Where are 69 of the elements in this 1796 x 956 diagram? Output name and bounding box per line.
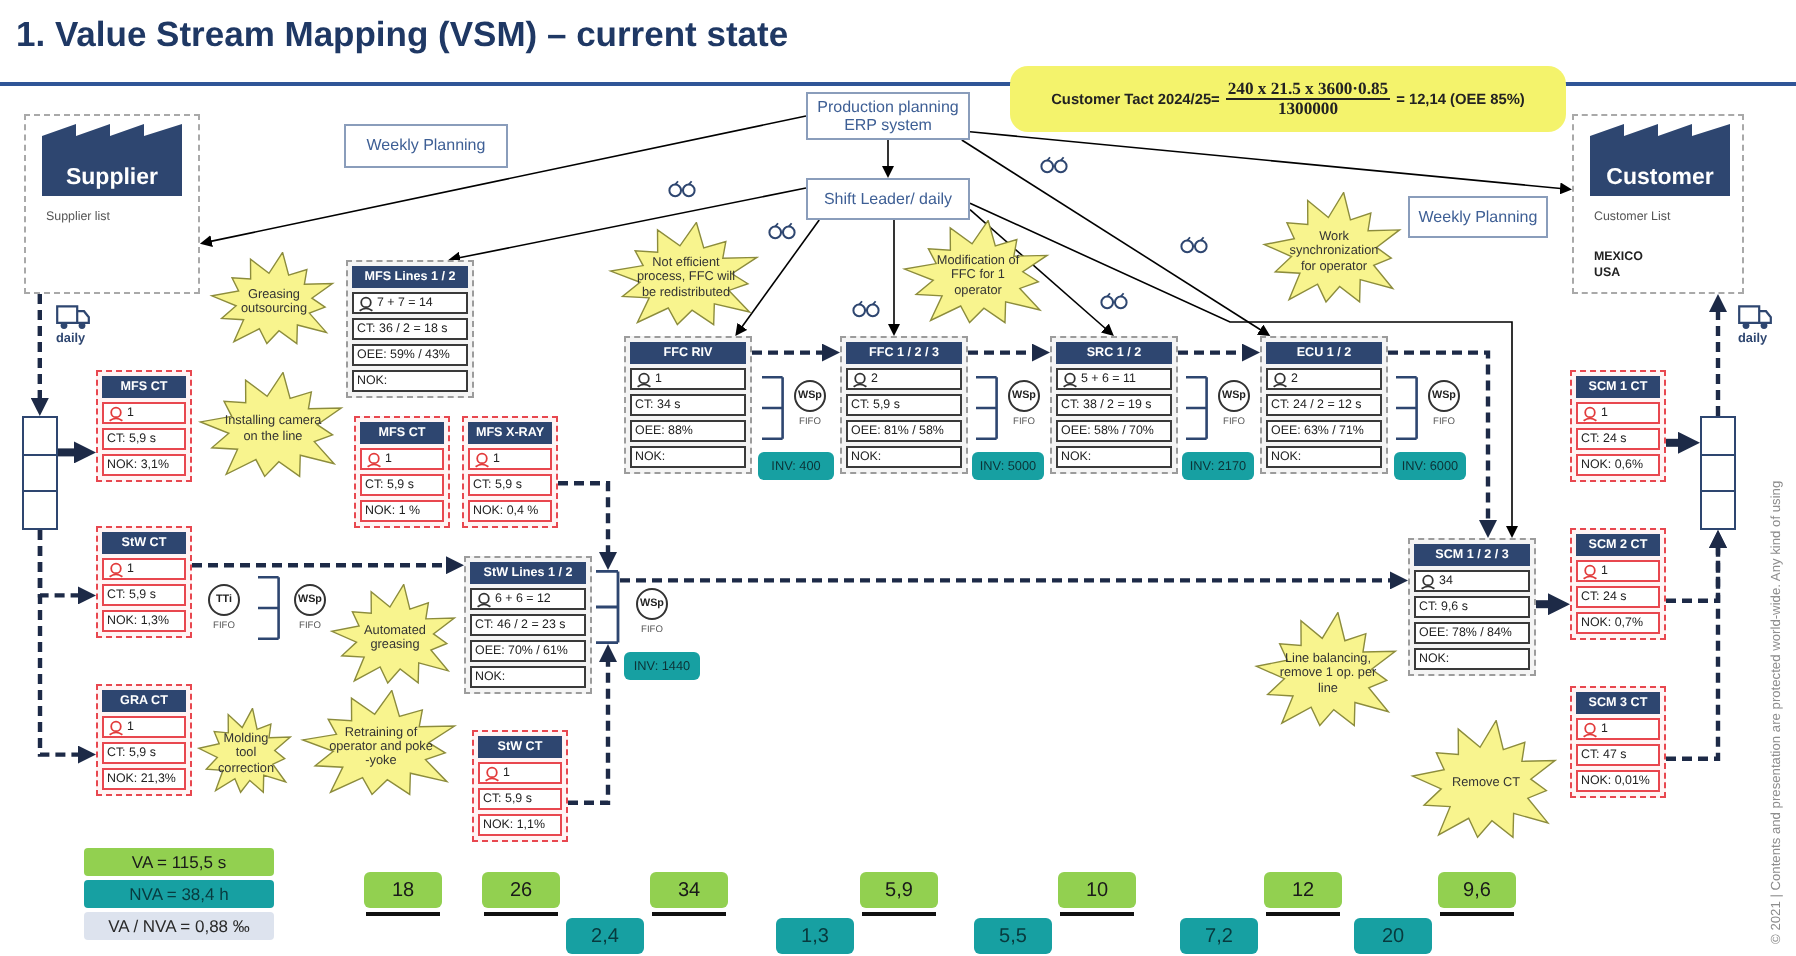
formula-box — [1010, 66, 1566, 132]
formula-denominator: 1300000 — [1277, 100, 1339, 119]
process-box — [624, 336, 752, 474]
process-box — [96, 526, 192, 638]
arrow — [882, 139, 894, 178]
process-box — [96, 684, 192, 796]
factory-label: Supplier — [42, 158, 182, 196]
timeline-value: 34 — [650, 872, 728, 908]
supplier-box — [24, 114, 200, 294]
dashed-arrow — [968, 343, 1050, 362]
arrow — [735, 219, 820, 337]
process-box — [1260, 336, 1388, 474]
formula-numerator: 240 x 21.5 x 3600·0.85 — [1225, 79, 1391, 100]
arrow — [961, 139, 1271, 336]
process-box — [1570, 528, 1666, 640]
summary-bar: VA / NVA = 0,88 ‰ — [84, 912, 274, 940]
timeline-value: 9,6 — [1438, 872, 1516, 908]
thick-arrow — [1536, 593, 1570, 616]
arrow — [448, 187, 807, 264]
process-box — [1570, 370, 1666, 482]
inventory-stack — [1700, 416, 1736, 530]
timeline-value: 5,9 — [860, 872, 938, 908]
timeline-value: 7,2 — [1180, 918, 1258, 954]
dashed-arrow — [1666, 530, 1727, 761]
process-box — [354, 416, 450, 528]
dashed-arrow — [558, 481, 617, 570]
summary-bar: NVA = 38,4 h — [84, 880, 274, 908]
summary-bar: VA = 115,5 s — [84, 848, 274, 876]
thick-arrow — [1666, 431, 1700, 454]
dashed-arrow — [1709, 294, 1727, 416]
dashed-arrow — [620, 571, 1408, 590]
inventory-stack — [22, 416, 58, 530]
process-box — [1408, 538, 1536, 676]
shift-leader-box: Shift Leader/ daily — [806, 178, 970, 220]
process-box — [1050, 336, 1178, 474]
timeline-value: 12 — [1264, 872, 1342, 908]
planning-note-box: Weekly Planning — [344, 124, 508, 168]
planning-system-box: Production planning ERP system — [806, 92, 970, 140]
dashed-arrow — [30, 294, 49, 416]
process-box — [462, 416, 558, 528]
process-box — [346, 260, 474, 398]
timeline-value: 20 — [1354, 918, 1432, 954]
dashed-arrow — [192, 556, 464, 575]
timeline-value: 2,4 — [566, 918, 644, 954]
arrow — [969, 131, 1572, 195]
process-box — [464, 556, 592, 694]
process-box — [472, 730, 568, 842]
customer-box — [1572, 114, 1744, 294]
timeline-value: 26 — [482, 872, 560, 908]
planning-note-box: Weekly Planning — [1408, 196, 1548, 238]
diagram-title: 1. Value Stream Mapping (VSM) – current state — [16, 14, 789, 56]
process-box — [840, 336, 968, 474]
arrow — [969, 202, 1518, 538]
arrow — [888, 219, 900, 336]
dashed-arrow — [1178, 343, 1260, 362]
timeline-value: 10 — [1058, 872, 1136, 908]
thick-arrow — [58, 441, 96, 464]
dashed-arrow — [568, 644, 617, 805]
arrow — [199, 115, 807, 248]
process-box — [96, 370, 192, 482]
dashed-arrow — [37, 530, 96, 764]
dashed-arrow — [752, 343, 840, 362]
timeline-value: 1,3 — [776, 918, 854, 954]
timeline-value: 5,5 — [974, 918, 1052, 954]
timeline-value: 18 — [364, 872, 442, 908]
factory-label: Customer — [1590, 158, 1730, 196]
process-box — [1570, 686, 1666, 798]
dashed-arrow — [1388, 350, 1497, 538]
arrow — [969, 208, 1114, 336]
